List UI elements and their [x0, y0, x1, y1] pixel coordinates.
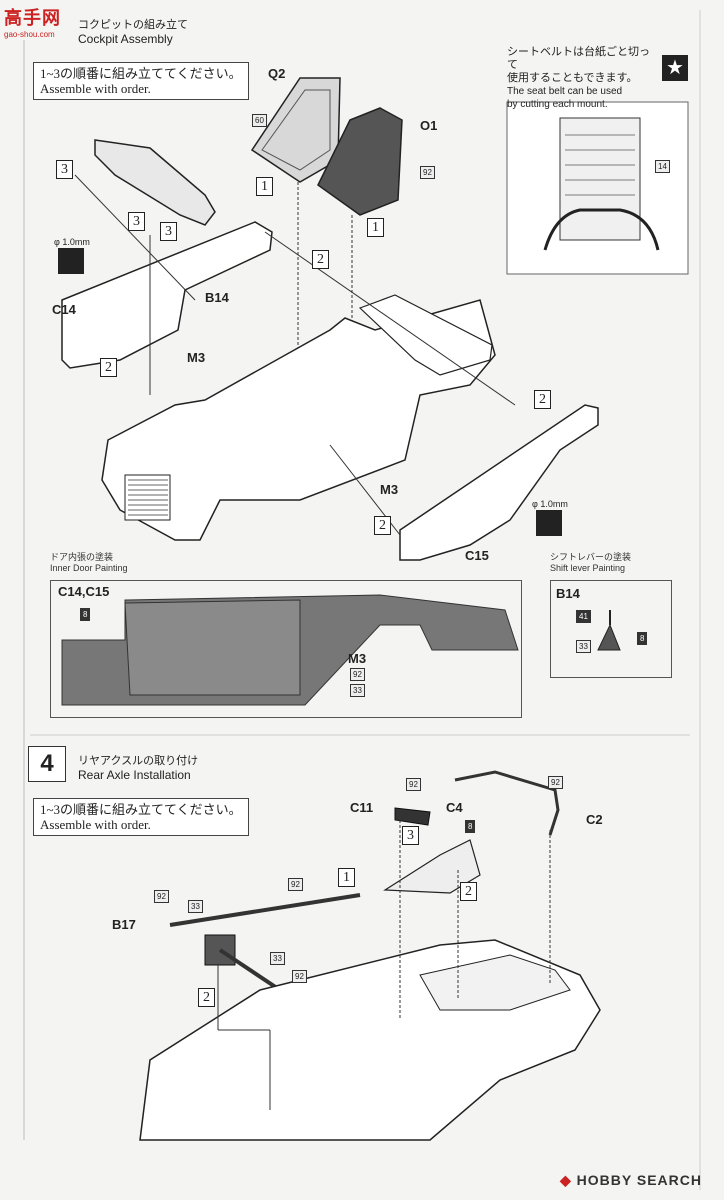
seatbelt-en-2: by cutting each mount. — [507, 99, 608, 110]
watermark-subtext: gao-shou.com — [4, 30, 55, 39]
step-num-3a: 3 — [56, 160, 73, 179]
step-num-2a: 2 — [312, 250, 329, 269]
inner-door-parts: C14,C15 — [58, 584, 110, 599]
rear-code-8: 8 — [465, 820, 476, 833]
hobby-search-logo: ◆ HOBBY SEARCH — [560, 1172, 702, 1189]
order-note-jp: 1~3の順番に組み立ててください。 — [40, 66, 242, 81]
drill-label-left: φ 1.0mm — [54, 237, 90, 247]
rear-code-92-e: 92 — [292, 970, 307, 983]
part-q2-label: Q2 — [268, 66, 286, 81]
part-c4-label: C4 — [446, 800, 463, 815]
inner-door-title: ドア内張の塗装 Inner Door Painting — [50, 552, 128, 574]
inner-door-title-en: Inner Door Painting — [50, 563, 128, 573]
inner-door-panel — [50, 580, 522, 718]
step-num-3c: 3 — [160, 222, 177, 241]
part-c11-label: C11 — [350, 800, 374, 815]
seatbelt-note: シートベルトは台紙ごと切って 使用することもできます。 The seat bel… — [507, 46, 657, 111]
shift-lever-panel — [550, 580, 672, 678]
cockpit-section-header: コクピットの組み立て Cockpit Assembly — [78, 16, 188, 46]
part-c14-label: C14 — [52, 302, 76, 317]
rear-axle-order-note: 1~3の順番に組み立ててください。 Assemble with order. — [33, 798, 249, 836]
shift-lever-title-jp: シフトレバーの塗装 — [550, 552, 632, 562]
seatbelt-en-1: The seat belt can be used — [507, 86, 623, 97]
rear-axle-title-en: Rear Axle Installation — [78, 768, 191, 782]
shift-lever-part: B14 — [556, 586, 580, 601]
hobby-search-text: HOBBY SEARCH — [576, 1172, 702, 1188]
step-4-box: 4 — [28, 746, 66, 782]
inner-door-code-92: 92 — [350, 668, 365, 681]
color-code-60: 60 — [252, 114, 267, 127]
part-o1-label: O1 — [420, 118, 438, 133]
rear-axle-header: リヤアクスルの取り付け Rear Axle Installation — [78, 752, 198, 782]
seatbelt-jp-1: シートベルトは台紙ごと切って — [507, 46, 650, 71]
step-num-2d: 2 — [374, 516, 391, 535]
rear-code-92-a: 92 — [406, 778, 421, 791]
cockpit-order-note: 1~3の順番に組み立ててください。 Assemble with order. — [33, 62, 249, 100]
rear-code-92-c: 92 — [288, 878, 303, 891]
cockpit-title-jp: コクピットの組み立て — [78, 19, 188, 31]
shift-code-41: 41 — [576, 610, 591, 623]
watermark-logo: 高手网 gao-shou.com — [4, 4, 61, 39]
step-num-2c: 2 — [534, 390, 551, 409]
rear-code-92-d: 92 — [154, 890, 169, 903]
rear-order-note-jp: 1~3の順番に組み立ててください。 — [40, 802, 242, 817]
part-b17-label: B17 — [112, 917, 136, 932]
step-num-1a: 1 — [256, 177, 273, 196]
shift-code-33: 33 — [576, 640, 591, 653]
rear-step-3: 3 — [402, 826, 419, 845]
part-b14-label: B14 — [205, 290, 229, 305]
rear-code-33-b: 33 — [270, 952, 285, 965]
rear-step-1: 1 — [338, 868, 355, 887]
part-c2-label: C2 — [586, 812, 603, 827]
rear-code-33-a: 33 — [188, 900, 203, 913]
shift-code-8: 8 — [637, 632, 648, 645]
part-m3-label: M3 — [187, 350, 206, 365]
shift-lever-title: シフトレバーの塗装 Shift lever Painting — [550, 552, 631, 574]
step-num-2b: 2 — [100, 358, 117, 377]
color-code-14: 14 — [655, 160, 670, 173]
inner-door-code-33: 33 — [350, 684, 365, 697]
inner-door-title-jp: ドア内張の塗装 — [50, 552, 114, 562]
rear-code-92-b: 92 — [548, 776, 563, 789]
drill-label-right: φ 1.0mm — [532, 499, 568, 509]
step-num-1b: 1 — [367, 218, 384, 237]
shift-lever-title-en: Shift lever Painting — [550, 563, 626, 573]
drill-icon-right — [536, 510, 562, 536]
drill-icon-left — [58, 248, 84, 274]
step-num-3b: 3 — [128, 212, 145, 231]
rear-axle-title-jp: リヤアクスルの取り付け — [78, 755, 199, 767]
part-m3b-label: M3 — [380, 482, 399, 497]
inner-door-m3: M3 — [348, 651, 367, 666]
seatbelt-jp-2: 使用することもできます。 — [507, 72, 638, 84]
cockpit-title-en: Cockpit Assembly — [78, 32, 173, 46]
star-icon: ★ — [662, 55, 688, 81]
inner-door-code-8: 8 — [80, 608, 91, 621]
rear-step-2a: 2 — [460, 882, 477, 901]
part-c15-label: C15 — [465, 548, 489, 563]
color-code-92: 92 — [420, 166, 435, 179]
watermark-text: 高手网 — [4, 8, 61, 28]
rear-order-note-en: Assemble with order. — [40, 817, 151, 832]
hobby-search-icon: ◆ — [560, 1172, 577, 1188]
order-note-en: Assemble with order. — [40, 81, 151, 96]
rear-step-2b: 2 — [198, 988, 215, 1007]
